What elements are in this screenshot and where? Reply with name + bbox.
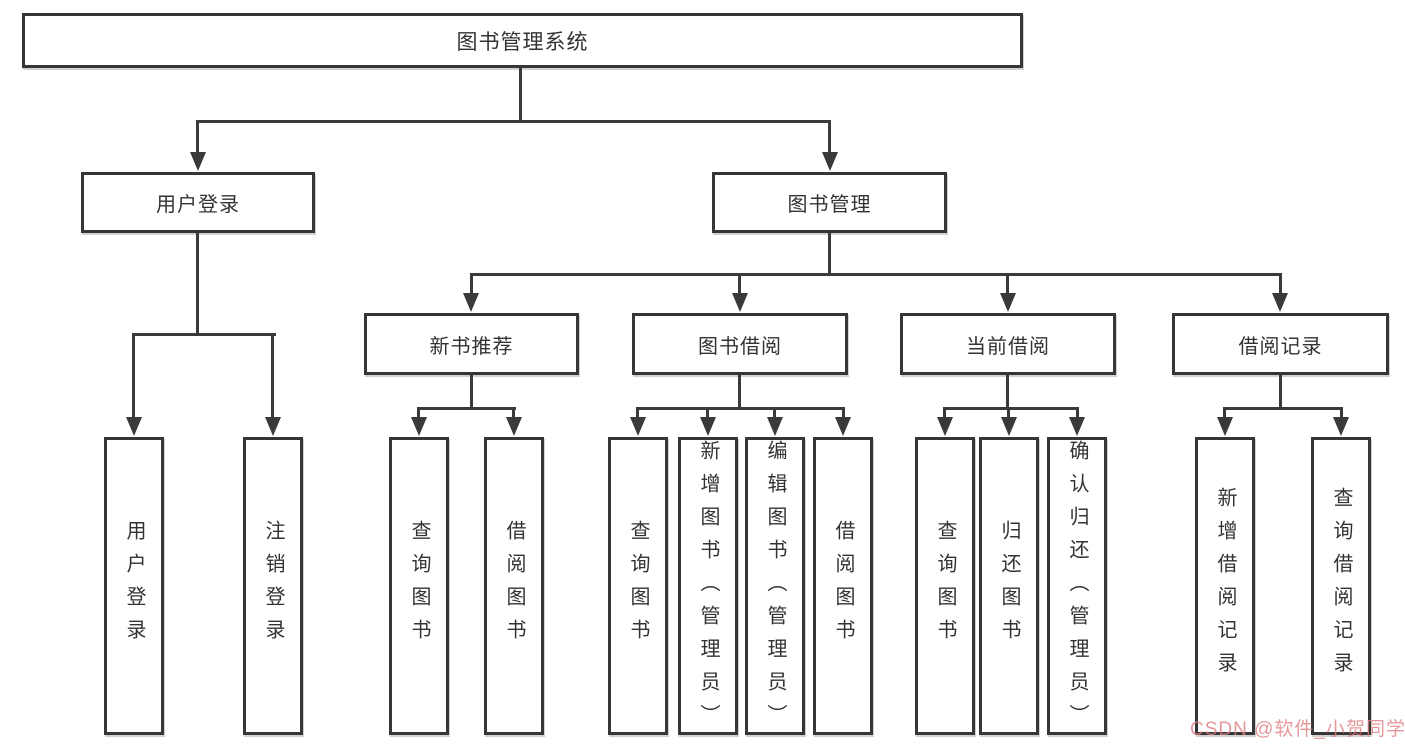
connector-line [1006,273,1009,294]
node-root-library-system: 图书管理系统 [22,13,1023,68]
connector-line [636,407,845,410]
arrowhead-down-icon [411,417,427,436]
arrowhead-down-icon [835,417,851,436]
connector-line [773,407,776,418]
node-book-management-label: 图书管理 [787,194,872,216]
csdn-watermark: CSDN @软件_小贺同学 [1190,719,1405,740]
connector-line [196,120,199,154]
connector-line [271,333,274,417]
leaf-query-books-borrow: 查询图书 [608,437,668,735]
leaf-add-borrow-record-label: 新增借阅记录 [1214,487,1236,685]
leaf-logout: 注销登录 [243,437,303,735]
connector-line [842,407,845,418]
connector-line [828,233,831,273]
arrowhead-down-icon [1069,417,1085,436]
node-current-borrow: 当前借阅 [900,313,1116,375]
leaf-add-books-admin-label: 新增图书（管理员） [697,440,719,737]
arrowhead-down-icon [265,417,281,436]
node-borrow-records: 借阅记录 [1172,313,1389,375]
arrowhead-down-icon [732,293,748,312]
arrowhead-down-icon [1001,417,1017,436]
leaf-edit-books-admin-label: 编辑图书（管理员） [764,440,786,737]
arrowhead-down-icon [630,417,646,436]
leaf-add-borrow-record: 新增借阅记录 [1195,437,1255,735]
node-book-borrow-label: 图书借阅 [698,335,782,358]
leaf-return-books-label: 归还图书 [998,520,1020,652]
connector-line [132,333,276,336]
arrowhead-down-icon [190,152,206,171]
node-user-login-label: 用户登录 [156,194,240,216]
node-borrow-records-label: 借阅记录 [1238,335,1323,358]
leaf-borrow-books-recommend-label: 借阅图书 [503,520,525,652]
leaf-query-books-borrow-label: 查询图书 [627,520,649,652]
connector-line [1223,407,1342,410]
connector-line [943,407,1079,410]
arrowhead-down-icon [1333,417,1349,436]
arrowhead-down-icon [1272,293,1288,312]
node-book-borrow: 图书借阅 [632,313,848,375]
arrowhead-down-icon [1217,417,1233,436]
connector-line [417,407,420,418]
leaf-edit-books-admin: 编辑图书（管理员） [745,437,805,737]
connector-line [636,407,639,418]
leaf-add-books-admin: 新增图书（管理员） [678,437,738,737]
connector-line [417,407,516,410]
arrowhead-down-icon [506,417,522,436]
node-new-book-recommend-label: 新书推荐 [429,335,514,358]
connector-line [706,407,709,418]
connector-line [1006,375,1009,407]
connector-line [943,407,946,418]
leaf-query-books-recommend: 查询图书 [389,437,449,735]
connector-line [470,375,473,407]
connector-line [519,68,522,120]
leaf-query-borrow-record: 查询借阅记录 [1311,437,1371,735]
connector-line [196,233,199,333]
connector-line [1279,375,1282,407]
leaf-confirm-return-admin-label: 确认归还（管理员） [1066,440,1088,737]
leaf-query-books-current: 查询图书 [915,437,975,735]
arrowhead-down-icon [1000,293,1016,312]
connector-line [738,273,741,294]
leaf-return-books: 归还图书 [979,437,1039,735]
arrowhead-down-icon [767,417,783,436]
leaf-query-books-current-label: 查询图书 [934,520,956,652]
connector-line [738,375,741,407]
connector-line [1076,407,1079,418]
leaf-query-books-recommend-label: 查询图书 [408,520,430,652]
leaf-borrow-books: 借阅图书 [813,437,873,735]
node-book-management: 图书管理 [712,172,947,233]
node-current-borrow-label: 当前借阅 [966,335,1050,358]
leaf-confirm-return-admin: 确认归还（管理员） [1047,437,1107,737]
node-new-book-recommend: 新书推荐 [364,313,579,375]
connector-line [1007,407,1010,418]
connector-line [470,273,1282,276]
connector-line [470,273,473,294]
connector-line [1279,273,1282,294]
node-user-login: 用户登录 [81,172,315,233]
leaf-user-login: 用户登录 [104,437,164,735]
arrowhead-down-icon [463,293,479,312]
node-root-label: 图书管理系统 [456,30,589,54]
leaf-query-borrow-record-label: 查询借阅记录 [1330,487,1352,685]
connector-line [1340,407,1343,418]
arrowhead-down-icon [700,417,716,436]
arrowhead-down-icon [937,417,953,436]
leaf-borrow-books-recommend: 借阅图书 [484,437,544,735]
arrowhead-down-icon [822,152,838,171]
connector-line [1223,407,1226,418]
arrowhead-down-icon [126,417,142,436]
connector-line [132,333,135,417]
connector-line [512,407,515,418]
connector-line [828,120,831,154]
leaf-logout-label: 注销登录 [262,520,284,652]
connector-line [197,120,831,123]
leaf-user-login-label: 用户登录 [123,520,145,652]
leaf-borrow-books-label: 借阅图书 [832,520,854,652]
